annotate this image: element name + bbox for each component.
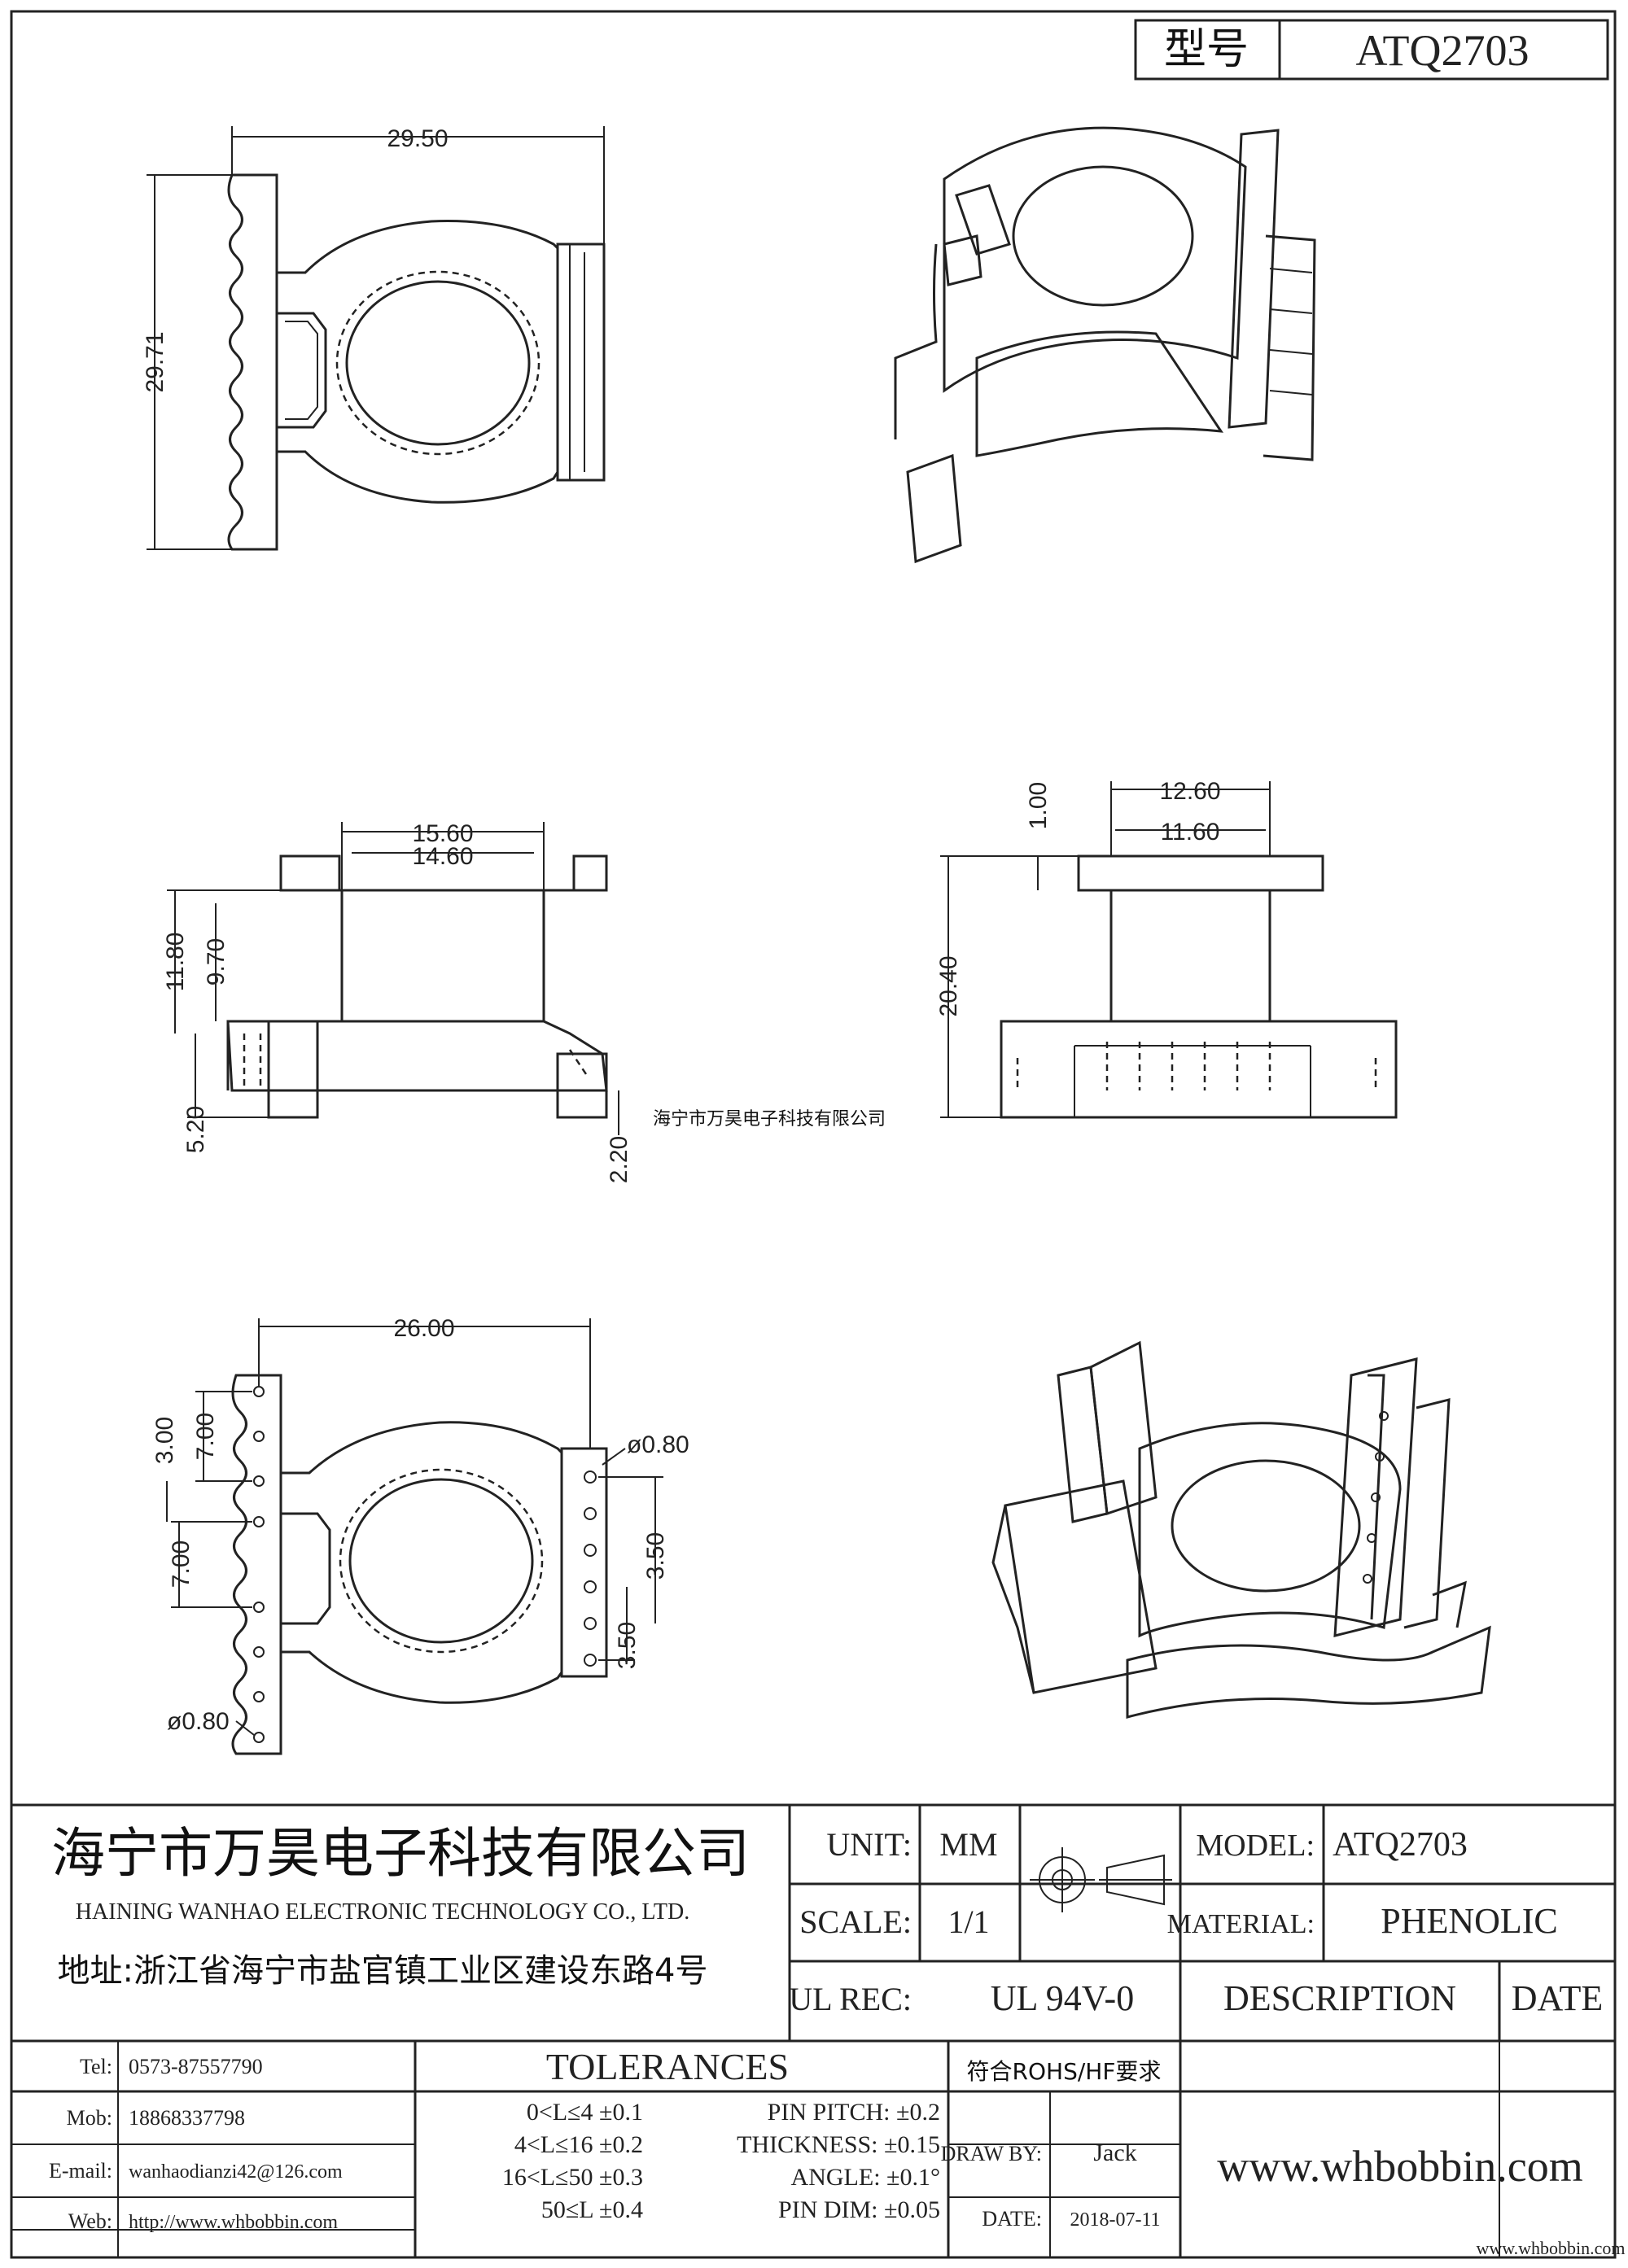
ulrec-value: UL 94V-0 bbox=[991, 1978, 1134, 2018]
side-view-dim-inner-width: 11.60 bbox=[1161, 819, 1220, 846]
front-view-dim-body-height: 9.70 bbox=[203, 938, 230, 985]
rohs-note: 符合ROHS/HF要求 bbox=[967, 2058, 1162, 2085]
company-name-cn: 海宁市万昊电子科技有限公司 bbox=[51, 1822, 750, 1885]
bottom-view-dim-pitch-a: 3.00 bbox=[151, 1417, 178, 1464]
tolerance-row: 16<L≤50 ±0.3 bbox=[502, 2164, 643, 2191]
scale-value: 1/1 bbox=[947, 1903, 989, 1940]
web-label: Web: bbox=[68, 2209, 112, 2233]
material-label: MATERIAL: bbox=[1167, 1909, 1315, 1939]
company-name-en: HAINING WANHAO ELECTRONIC TECHNOLOGY CO.… bbox=[76, 1899, 689, 1925]
tolerance-row: 4<L≤16 ±0.2 bbox=[514, 2131, 643, 2158]
bottom-view-dim-hole-b: ø0.80 bbox=[167, 1708, 230, 1735]
front-view: 15.60 14.60 11.80 9.70 5.20 2.20 bbox=[162, 820, 632, 1183]
bottom-view-right-holes bbox=[584, 1470, 597, 1667]
title-block: 海宁市万昊电子科技有限公司 HAINING WANHAO ELECTRONIC … bbox=[11, 1803, 1626, 2258]
spec-row: PIN DIM: ±0.05 bbox=[778, 2196, 940, 2223]
front-view-dim-total-height: 11.80 bbox=[162, 933, 189, 992]
date-label: DATE: bbox=[982, 2207, 1042, 2231]
bottom-view-dim-pitch-b: 3.50 bbox=[642, 1532, 669, 1580]
url-watermark: www.whbobbin.com bbox=[1217, 2142, 1582, 2191]
tolerance-rows: 0<L≤4 ±0.1 4<L≤16 ±0.2 16<L≤50 ±0.3 50≤L… bbox=[502, 2099, 643, 2223]
center-watermark: 海宁市万昊电子科技有限公司 bbox=[653, 1109, 886, 1130]
tolerance-row: 0<L≤4 ±0.1 bbox=[527, 2099, 643, 2126]
drawby-value: Jack bbox=[1093, 2139, 1136, 2166]
url-watermark-small: www.whbobbin.com bbox=[1476, 2238, 1625, 2258]
front-view-dim-pin-length: 5.20 bbox=[182, 1106, 209, 1153]
email-label: E-mail: bbox=[49, 2159, 112, 2183]
spec-row: THICKNESS: ±0.15 bbox=[737, 2131, 940, 2158]
front-view-dim-inner-width: 14.60 bbox=[412, 843, 473, 870]
material-value: PHENOLIC bbox=[1381, 1901, 1558, 1941]
company-address: 地址:浙江省海宁市盐官镇工业区建设东路4号 bbox=[58, 1952, 708, 1990]
model-box: 型号 ATQ2703 bbox=[1134, 19, 1609, 81]
front-view-dim-outer-width: 15.60 bbox=[412, 820, 473, 847]
spec-row: PIN PITCH: ±0.2 bbox=[768, 2099, 940, 2126]
unit-value: MM bbox=[939, 1826, 997, 1863]
model-value: ATQ2703 bbox=[1333, 1826, 1468, 1864]
model-label: MODEL: bbox=[1196, 1829, 1315, 1863]
scale-label: SCALE: bbox=[799, 1903, 912, 1940]
model-box-value: ATQ2703 bbox=[1356, 26, 1530, 75]
tolerances-header: TOLERANCES bbox=[546, 2046, 789, 2087]
isometric-view-top bbox=[894, 126, 1316, 564]
ulrec-label: UL REC: bbox=[789, 1981, 912, 2017]
tel-value: 0573-87557790 bbox=[129, 2055, 263, 2078]
bottom-view-dim-span-a: 7.00 bbox=[192, 1413, 219, 1460]
model-box-label: 型号 bbox=[1164, 25, 1249, 74]
spec-rows: PIN PITCH: ±0.2 THICKNESS: ±0.15 ANGLE: … bbox=[737, 2099, 940, 2223]
drawby-label: DRAW BY: bbox=[941, 2142, 1042, 2165]
bottom-view-dim-width: 26.00 bbox=[393, 1315, 454, 1342]
top-view: 29.50 29.71 bbox=[142, 125, 606, 551]
description-header: DESCRIPTION bbox=[1223, 1978, 1456, 2018]
bottom-view-dim-pitch-c: 3.50 bbox=[614, 1622, 641, 1669]
sheet-border bbox=[10, 10, 1617, 2259]
isometric-view-bottom bbox=[991, 1340, 1491, 1719]
mob-label: Mob: bbox=[67, 2106, 112, 2130]
tolerance-row: 50≤L ±0.4 bbox=[541, 2196, 643, 2223]
email-value: wanhaodianzi42@126.com bbox=[129, 2161, 343, 2183]
side-view: 12.60 11.60 1.00 20.40 bbox=[935, 778, 1398, 1119]
tel-label: Tel: bbox=[80, 2055, 112, 2078]
side-view-dim-height: 20.40 bbox=[935, 955, 962, 1016]
date-header: DATE bbox=[1512, 1978, 1603, 2018]
web-value: http://www.whbobbin.com bbox=[129, 2212, 338, 2233]
projection-symbol-icon bbox=[1030, 1847, 1172, 1912]
spec-row: ANGLE: ±0.1° bbox=[791, 2164, 940, 2191]
isometric-view-pins bbox=[1363, 1411, 1389, 1584]
top-view-height-dim: 29.71 bbox=[142, 331, 168, 392]
mob-value: 18868337798 bbox=[129, 2106, 245, 2130]
front-view-dim-pin-short: 2.20 bbox=[606, 1136, 632, 1183]
bottom-view-dim-hole-a: ø0.80 bbox=[627, 1431, 689, 1458]
unit-label: UNIT: bbox=[826, 1826, 912, 1863]
bottom-view-dim-span-b: 7.00 bbox=[168, 1540, 195, 1588]
side-view-dim-outer-width: 12.60 bbox=[1159, 778, 1220, 805]
date-value: 2018-07-11 bbox=[1070, 2209, 1160, 2231]
bottom-view-left-holes bbox=[253, 1386, 265, 1743]
bottom-view: 26.00 3.00 7.00 7.00 ø0.80 ø0.80 3.50 3.… bbox=[151, 1315, 689, 1755]
side-view-dim-flange: 1.00 bbox=[1025, 782, 1052, 829]
top-view-width-dim: 29.50 bbox=[387, 125, 448, 152]
